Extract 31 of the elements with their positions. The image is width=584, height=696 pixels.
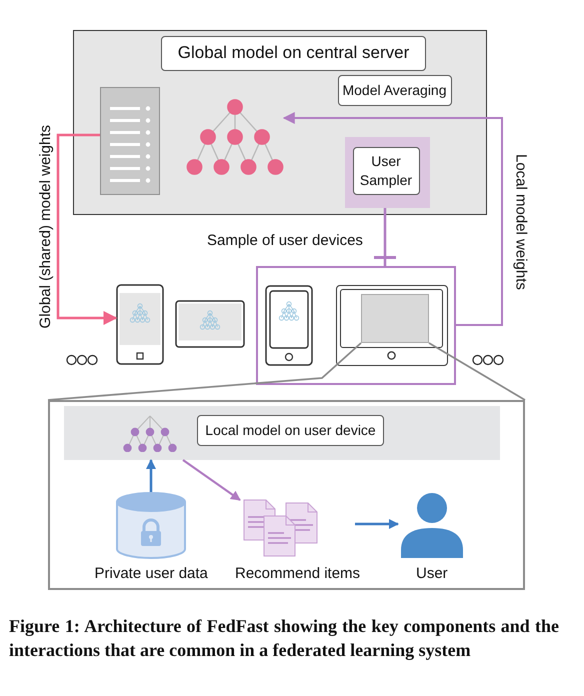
node-label: User <box>416 565 448 582</box>
arrow <box>355 519 399 529</box>
connector-line <box>48 342 362 401</box>
tablet-screen <box>360 294 428 342</box>
edge-label: Global (shared) model weights <box>36 124 54 328</box>
server-rack-icon <box>100 86 160 194</box>
detail-panel <box>48 400 525 590</box>
tablet-frame <box>336 285 448 366</box>
arrow <box>182 459 241 501</box>
selection-frame <box>256 266 456 385</box>
tree-diagram-icon <box>186 98 284 176</box>
smartphone-icon <box>116 284 164 365</box>
connector-line <box>428 342 526 401</box>
edge-label: Sample of user devices <box>207 232 363 248</box>
label-box: User Sampler <box>352 146 420 194</box>
arrow <box>282 112 503 326</box>
node-label: Recommend items <box>235 565 360 582</box>
arrow <box>146 459 156 492</box>
arrow <box>56 134 118 325</box>
highlight-panel <box>344 136 430 208</box>
smartphone-icon <box>265 285 313 366</box>
edge-label: Local model weights <box>512 154 530 290</box>
tablet-icon <box>175 300 245 348</box>
figure-caption: Figure 1: Architecture of FedFast showing the key components and the interactions that are common in a federated learning system <box>9 615 559 662</box>
model-band <box>64 406 500 460</box>
label-box: Model Averaging <box>338 74 452 106</box>
label-box: Local model on user device <box>197 415 384 446</box>
server-panel <box>73 30 487 215</box>
title-box: Global model on central server <box>161 36 426 71</box>
bar-ended-line <box>374 208 396 266</box>
node-label: Private user data <box>94 565 208 582</box>
